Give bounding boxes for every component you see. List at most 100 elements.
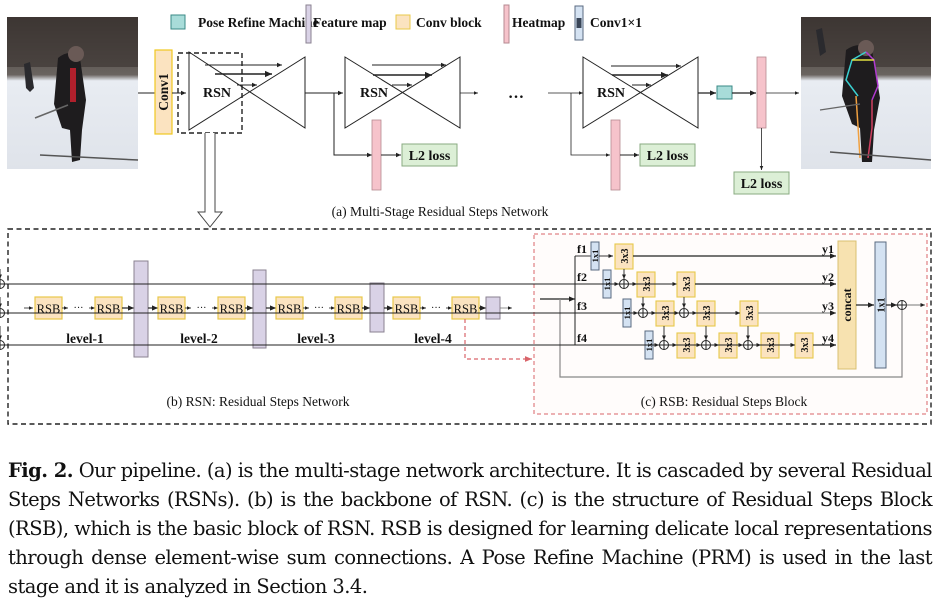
feature-map [252,269,267,349]
branch-label: f4 [577,331,587,345]
rsb-label: RSB [37,302,61,316]
legend-label: Conv1×1 [590,15,642,30]
feature-map-swatch [305,4,312,44]
conv1-label: Conv1 [156,73,171,111]
heatmap-stage-2 [371,119,382,191]
rsb-label: RSB [160,302,184,316]
figure-caption-text: Our pipeline. (a) is the multi-stage net… [8,459,933,598]
panel-a-multi-stage: Conv1 RSN RSN L2 loss [7,17,932,228]
conv3x3-block: 3x3 [739,300,759,327]
rsb-block: RSB [334,296,363,320]
l2-loss-box-final: L2 loss [733,171,790,195]
rsb-label: RSB [337,302,361,316]
conv1-block: Conv1 [154,49,173,135]
l2-loss-box: L2 loss [401,143,458,167]
rsn-label: RSN [597,86,625,101]
rsb-label: RSB [278,302,302,316]
ellipsis: ··· [197,303,207,314]
legend-label: Pose Refine Machine [198,15,319,30]
rsb-block: RSB [275,296,304,320]
panel-c-caption: (c) RSB: Residual Steps Block [641,394,808,409]
level-label: level-1 [66,331,104,346]
conv3x3-block: 3x3 [718,332,738,359]
pipeline-figure: Pose Refine Machine Feature map Conv blo… [0,4,932,425]
rsb-label: RSB [454,302,478,316]
l2-loss-label: L2 loss [409,149,451,164]
heatmap-swatch [503,4,510,44]
figure-label: Fig. 2. [8,459,74,482]
panel-bc-frame [7,228,932,425]
branch-label: f3 [577,299,587,313]
conv3x3-label: 3x3 [682,277,693,292]
rsn-stage-2: RSN [344,56,461,129]
branch-label: f2 [577,270,587,284]
output-label: y1 [822,242,834,256]
l2-loss-box: L2 loss [639,143,696,167]
conv3x3-label: 3x3 [745,306,756,321]
figure-caption: Fig. 2. Our pipeline. (a) is the multi-s… [8,456,933,601]
legend-item-conv-block: Conv block [395,14,482,30]
feature-map [369,282,385,333]
panel-a-caption: (a) Multi-Stage Residual Steps Network [332,204,549,219]
conv3x3-label: 3x3 [800,338,811,353]
rsb-block: RSB [94,296,123,320]
prm-swatch [170,14,186,30]
rsb-block: RSB [157,296,186,320]
ellipsis: ··· [74,303,84,314]
ellipsis: ··· [431,303,441,314]
conv3x3-block: 3x3 [760,332,780,359]
l2-loss-label: L2 loss [741,177,783,192]
rsb-label: RSB [220,302,244,316]
concat-label: concat [840,288,854,321]
residual-skip [559,299,903,378]
conv3x3-block: 3x3 [794,332,814,359]
conv3x3-block: 3x3 [696,300,716,327]
l2-loss-label: L2 loss [647,149,689,164]
conv-block-swatch [395,14,411,30]
rsn-stage-1: RSN [188,51,306,131]
pose-refine-machine [716,85,733,100]
ellipsis: ··· [314,303,324,314]
legend-item-prm: Pose Refine Machine [170,14,319,30]
final-heatmap [756,56,767,129]
legend-label: Conv block [416,15,482,30]
level-label: level-2 [180,331,218,346]
branch-label: f1 [577,242,587,256]
legend-label: Heatmap [512,15,565,30]
level-label: level-4 [414,331,452,346]
stage-ellipsis: … [508,85,524,102]
conv1x1-label: 1x1 [590,250,600,263]
concat-block: concat [837,240,857,370]
rsb-block: RSB [392,296,421,320]
level-label: level-3 [297,331,335,346]
conv3x3-block: 3x3 [636,271,656,298]
conv1x1-block: 1x1 [590,241,600,271]
feature-map [485,296,501,320]
rsb-detail-link [464,319,532,362]
skier-input-photo [7,17,139,169]
rsb-label: RSB [97,302,121,316]
rsb-block: RSB [217,296,246,320]
conv1x1-label: 1x1 [877,298,888,313]
rsb-label: RSB [395,302,419,316]
output-label: y2 [822,270,834,284]
heatmap-stage-last [610,119,621,191]
legend-item-feature-map: Feature map [305,4,387,44]
skier-pose-output-photo [801,17,932,169]
zoom-down-arrow [196,133,224,228]
conv3x3-block: 3x3 [614,243,634,270]
conv3x3-block: 3x3 [676,332,696,359]
output-label: y4 [822,331,834,345]
panel-b-rsn: (b) RSN: Residual Steps Network RSB ··· RS… [24,260,532,409]
output-label: y3 [822,299,834,313]
final-conv1x1-block: 1x1 [874,241,888,369]
rsn-stage-last: RSN [582,56,699,129]
conv3x3-block: 3x3 [655,300,675,327]
legend: Pose Refine Machine Feature map Conv blo… [170,4,642,44]
elementwise-sum-icon [897,300,907,310]
feature-map [133,260,149,358]
legend-item-conv1x1: Conv1×1 [574,5,642,41]
rsb-block: RSB [451,296,480,320]
panel-b-caption: (b) RSN: Residual Steps Network [167,394,350,409]
